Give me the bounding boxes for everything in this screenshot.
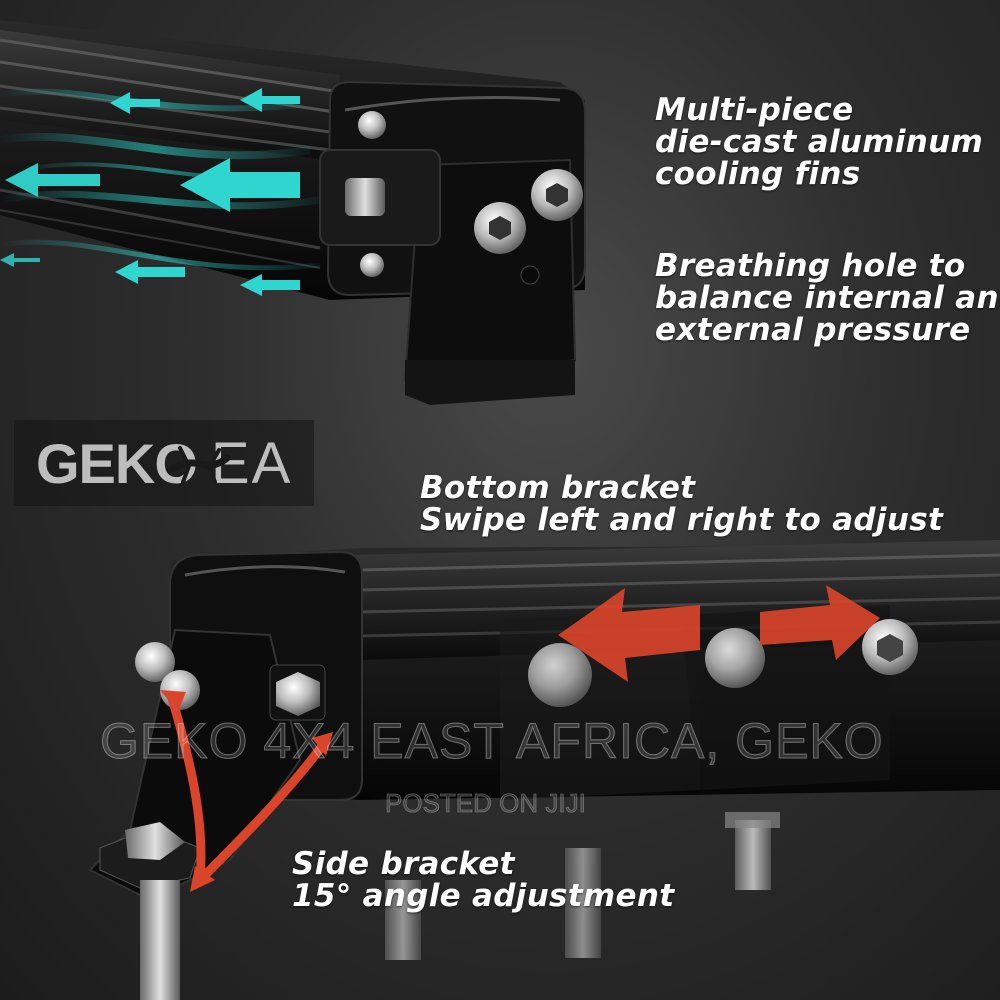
- caption-cooling-fins: Multi-piece die-cast aluminum cooling fi…: [655, 94, 983, 190]
- watermark-text: GEKO 4X4 EAST AFRICA, GEKO: [100, 713, 884, 770]
- caption-line: balance internal and: [655, 280, 1000, 316]
- airflow-arrow-icon: [0, 88, 300, 296]
- caption-line: Breathing hole to: [655, 248, 966, 284]
- watermark-subtext: POSTED ON JIJI: [385, 788, 587, 819]
- caption-line: Multi-piece: [655, 92, 854, 128]
- gecko-icon: [166, 446, 231, 484]
- brand-logo: GEKO EA: [14, 420, 314, 506]
- adjust-arrow-icon: [160, 690, 333, 892]
- caption-line: 15° angle adjustment: [292, 878, 675, 914]
- caption-line: Bottom bracket: [420, 470, 696, 506]
- caption-line: Swipe left and right to adjust: [420, 502, 944, 538]
- caption-bottom-bracket: Bottom bracket Swipe left and right to a…: [420, 472, 943, 536]
- caption-line: cooling fins: [655, 156, 861, 192]
- caption-line: external pressure: [655, 312, 971, 348]
- caption-breathing-hole: Breathing hole to balance internal and e…: [655, 250, 1000, 346]
- logo-brand-text: GEKO: [36, 431, 198, 495]
- caption-line: die-cast aluminum: [655, 124, 984, 160]
- caption-side-bracket: Side bracket 15° angle adjustment: [292, 848, 674, 912]
- adjust-arrow-icon: [558, 585, 880, 682]
- top-light-bar: [0, 20, 586, 405]
- caption-line: Side bracket: [292, 846, 515, 882]
- adjust-arrow-icon: [167, 693, 330, 885]
